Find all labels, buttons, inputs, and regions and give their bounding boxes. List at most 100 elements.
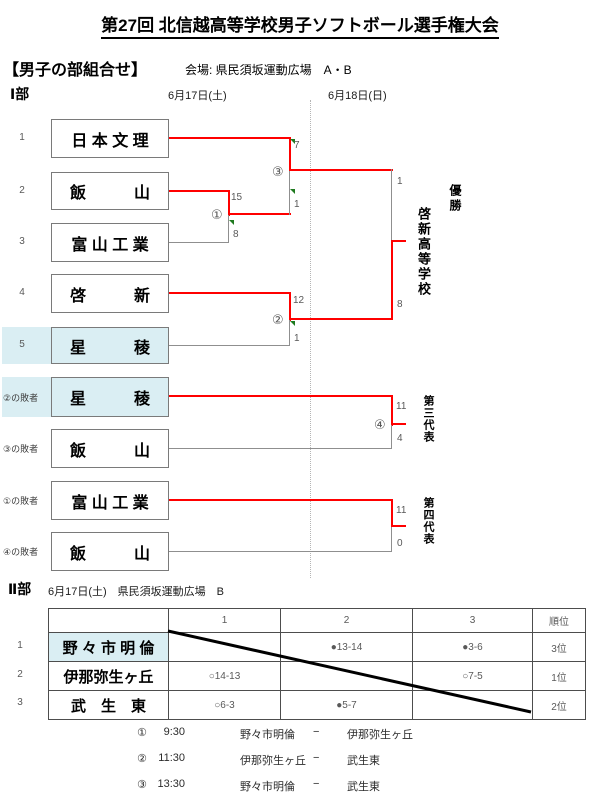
day-divider-line: [310, 100, 311, 578]
bracket-line: [289, 318, 393, 320]
match-time: 9:30: [163, 726, 185, 738]
bracket-line: [391, 525, 406, 527]
team-box-seiryo: 星 稜: [51, 327, 169, 364]
table-row: 野 々 市 明 倫 ●13-14 ●3-6 3位: [48, 632, 586, 662]
bracket-line: [391, 395, 393, 426]
bracket-line: [289, 169, 393, 171]
cell: ○7-5: [412, 661, 533, 691]
rr-seed-2: 2: [17, 669, 23, 680]
section-heading: 【男子の部組合せ】: [3, 62, 148, 79]
cell: ●13-14: [280, 632, 413, 662]
loser-box-seiryo: 星 稜: [51, 377, 169, 417]
match-number-3: ③: [272, 164, 284, 179]
match-number-4: ④: [374, 417, 386, 432]
bracket-line: [228, 213, 291, 215]
champion-label: 優勝: [448, 184, 462, 214]
bracket-line: [169, 137, 289, 139]
bracket-line: [289, 320, 290, 346]
match-team2: 武生東: [347, 755, 380, 767]
table-row: 伊那弥生ヶ丘 ○14-13 ○7-5 1位: [48, 661, 586, 691]
cell: [280, 661, 413, 691]
loser-label-4: ④の敗者: [3, 547, 39, 557]
bracket-line: [289, 292, 291, 321]
bracket-line: [169, 448, 391, 449]
champion-name: 啓新高等学校: [416, 207, 431, 297]
bracket-line: [169, 345, 289, 346]
cell: ●5-7: [280, 690, 413, 720]
bracket-line: [391, 423, 406, 425]
score-third-bottom: 4: [397, 433, 403, 444]
green-marker-icon: [229, 220, 234, 225]
cell: ○6-3: [168, 690, 281, 720]
date-right: 6月18日(日): [328, 90, 387, 102]
rr-team-takefuhigashi: 武 生 東: [48, 690, 169, 720]
round-robin-table: 1 2 3 順位 野 々 市 明 倫 ●13-14 ●3-6 3位 伊那弥生ヶ丘…: [48, 608, 586, 720]
loser-box-iiyama1: 飯 山: [51, 429, 169, 468]
score-r1-top: 15: [231, 192, 243, 203]
team-box-keishin: 啓 新: [51, 274, 169, 313]
score-sf-top: 7: [294, 140, 300, 151]
score-qf-bottom: 1: [294, 333, 300, 344]
dash: −: [313, 726, 320, 738]
bracket-line: [169, 242, 228, 243]
bracket-line: [391, 241, 393, 320]
bracket-line: [169, 551, 391, 552]
header-blank: [48, 608, 169, 633]
cell: [168, 632, 281, 662]
bracket-line: [391, 499, 393, 527]
page-title: 第27回 北信越高等学校男子ソフトボール選手権大会: [0, 11, 600, 39]
seed-1: 1: [19, 132, 25, 143]
match-num: ②: [137, 753, 147, 765]
third-representative-label: 第三代表: [422, 395, 434, 443]
table-row: 武 生 東 ○6-3 ●5-7 2位: [48, 690, 586, 720]
match-team2: 武生東: [347, 781, 380, 793]
rank-cell: 3位: [532, 632, 586, 662]
bracket-line: [169, 292, 289, 294]
part2-label: Ⅱ部: [8, 581, 32, 597]
fourth-representative-label: 第四代表: [422, 497, 434, 545]
loser-label-1: ②の敗者: [3, 393, 39, 403]
loser-label-3: ①の敗者: [3, 496, 39, 506]
header-rank: 順位: [532, 608, 586, 633]
score-fourth-top: 11: [396, 505, 407, 516]
bracket-line: [228, 190, 230, 216]
score-sf-bottom: 1: [294, 199, 300, 210]
seed-3: 3: [19, 236, 25, 247]
loser-label-2: ③の敗者: [3, 444, 39, 454]
champion-line: [391, 240, 406, 242]
match-team1: 野々市明倫: [240, 781, 295, 793]
match-team2: 伊那弥生ヶ丘: [347, 729, 413, 741]
match-number-1: ①: [211, 207, 223, 222]
seed-2: 2: [19, 185, 25, 196]
header-col3: 3: [412, 608, 533, 633]
bracket-line: [391, 425, 392, 449]
part2-info: 6月17日(土) 県民須坂運動広場 B: [48, 586, 225, 598]
match-time: 11:30: [158, 752, 185, 764]
bracket-line: [169, 499, 391, 501]
score-final-top: 1: [397, 176, 403, 187]
bracket-line: [169, 190, 228, 192]
match-num: ①: [137, 727, 147, 739]
score-qf-top: 12: [293, 295, 305, 306]
match-number-2: ②: [272, 312, 284, 327]
part1-label: Ⅰ部: [10, 86, 30, 102]
match-num: ③: [137, 779, 147, 791]
cell: ○14-13: [168, 661, 281, 691]
cell: [412, 690, 533, 720]
bracket-line: [391, 169, 392, 241]
rank-cell: 1位: [532, 661, 586, 691]
seed-4: 4: [19, 287, 25, 298]
team-box-toyamakogyo: 富 山 工 業: [51, 223, 169, 262]
date-left: 6月17日(土): [168, 90, 227, 102]
rr-team-inayayoigaoka: 伊那弥生ヶ丘: [48, 661, 169, 691]
rr-seed-3: 3: [17, 697, 23, 708]
score-third-top: 11: [396, 401, 407, 412]
match-team1: 伊那弥生ヶ丘: [240, 755, 306, 767]
loser-box-toyamakogyo: 富 山 工 業: [51, 481, 169, 520]
dash: −: [313, 778, 320, 790]
rr-seed-1: 1: [17, 640, 23, 651]
header-col1: 1: [168, 608, 281, 633]
bracket-line: [391, 526, 392, 552]
rank-cell: 2位: [532, 690, 586, 720]
